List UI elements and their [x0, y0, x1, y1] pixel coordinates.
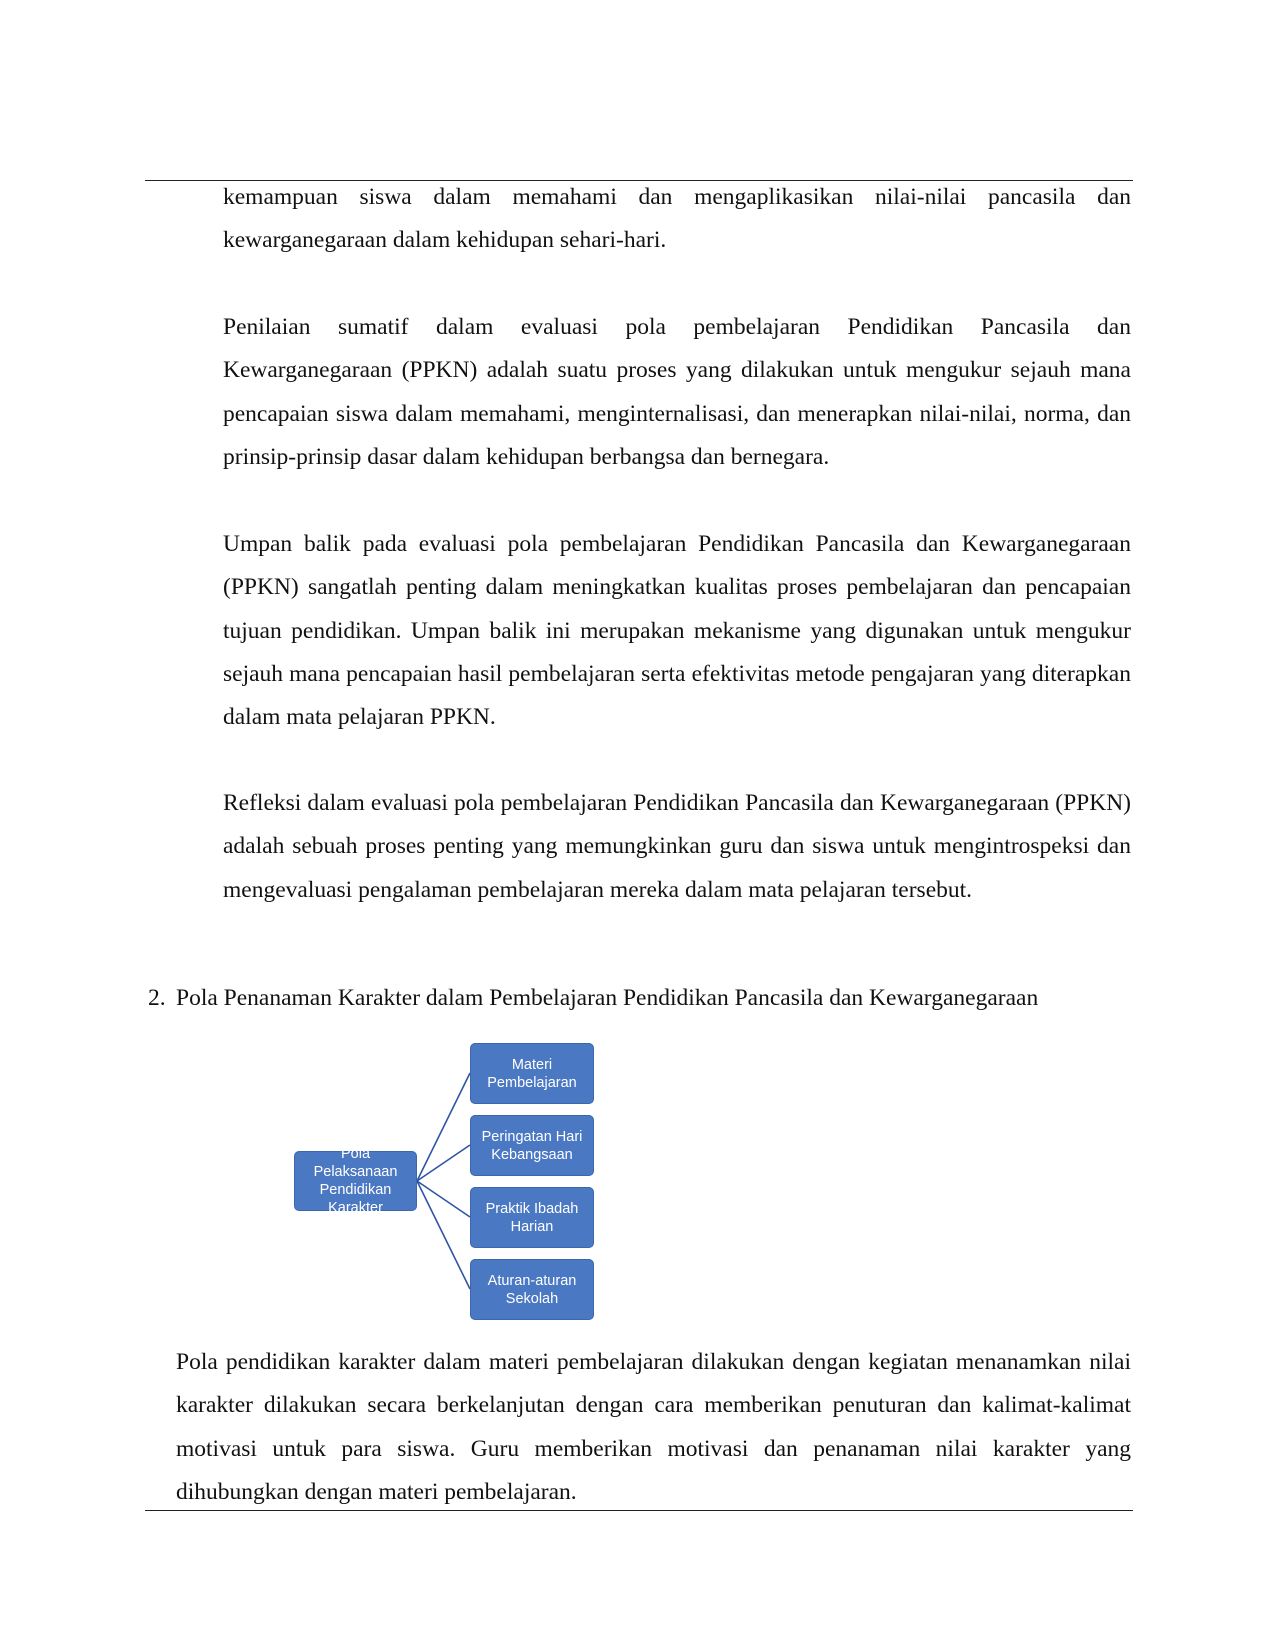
diagram-node-label: Aturan-aturan Sekolah: [487, 1272, 577, 1307]
connector-line: [416, 1180, 471, 1218]
paragraph-pola-pendidikan-karakter: Pola pendidikan karakter dalam materi pe…: [176, 1349, 1131, 1505]
diagram-node-materi-pembelajaran: Materi Pembelajaran: [470, 1043, 594, 1104]
paragraph-umpan-balik: Umpan balik pada evaluasi pola pembelaja…: [223, 531, 1131, 731]
diagram-node-label: Praktik Ibadah Harian: [485, 1200, 579, 1235]
character-education-diagram: Pola Pelaksanaan Pendidikan Karakter Mat…: [290, 1040, 610, 1330]
connector-line: [416, 1180, 471, 1290]
diagram-connectors: [416, 1072, 471, 1290]
diagram-root-label: Pola Pelaksanaan Pendidikan Karakter: [313, 1146, 398, 1216]
section-title: Pola Penanaman Karakter dalam Pembelajar…: [176, 985, 1039, 1011]
paragraph-penilaian-sumatif: Penilaian sumatif dalam evaluasi pola pe…: [223, 314, 1131, 470]
diagram-node-label: Materi Pembelajaran: [487, 1056, 577, 1091]
connector-line: [416, 1144, 471, 1182]
diagram-node-aturan-sekolah: Aturan-aturan Sekolah: [470, 1259, 594, 1320]
connector-line: [416, 1072, 471, 1182]
paragraph-refleksi: Refleksi dalam evaluasi pola pembelajara…: [223, 790, 1131, 903]
diagram-node-label: Peringatan Hari Kebangsaan: [481, 1128, 583, 1163]
section-heading: 2. Pola Penanaman Karakter dalam Pembelaj…: [148, 977, 1038, 1020]
diagram-node-peringatan-hari-kebangsaan: Peringatan Hari Kebangsaan: [470, 1115, 594, 1176]
diagram-node-praktik-ibadah-harian: Praktik Ibadah Harian: [470, 1187, 594, 1248]
footer-rule: [145, 1510, 1133, 1511]
header-rule: [145, 180, 1133, 181]
paragraph-kemampuan: kemampuan siswa dalam memahami dan menga…: [223, 184, 1131, 254]
section-number: 2.: [148, 985, 166, 1011]
diagram-root-node: Pola Pelaksanaan Pendidikan Karakter: [294, 1146, 417, 1216]
